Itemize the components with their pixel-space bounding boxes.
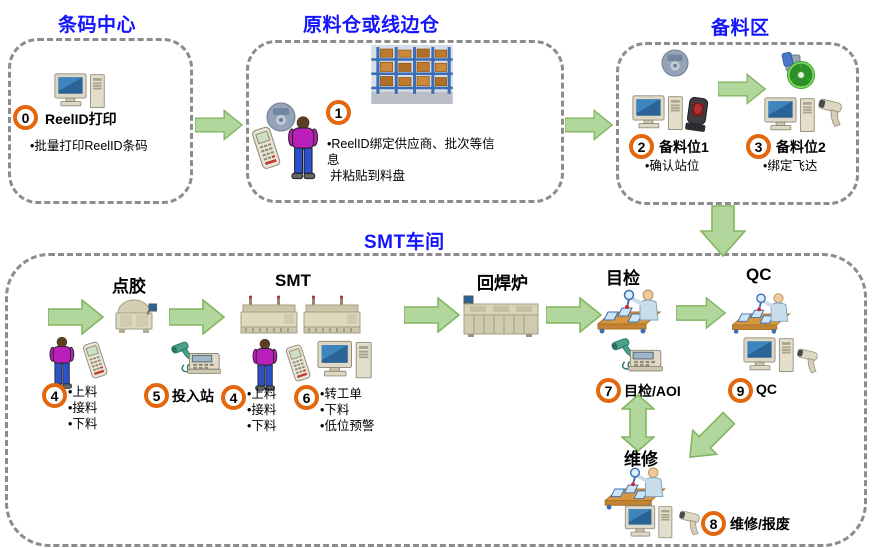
step-4a-bullet-2: •接料 bbox=[68, 401, 98, 415]
step-4b-bullets: •上料 •接料 •下料 bbox=[247, 386, 276, 434]
station-repair-label: 维修 bbox=[624, 450, 658, 469]
station-reflow-label: 回焊炉 bbox=[477, 274, 528, 293]
barcode-gun-icon bbox=[815, 98, 849, 130]
step-3-bullets: •绑定飞达 bbox=[763, 158, 817, 174]
scanner-terminal-icon bbox=[171, 339, 221, 381]
step-0-label: ReelID打印 bbox=[45, 111, 117, 127]
step-2-label: 备料位1 bbox=[659, 139, 709, 155]
step-4a-bullet-3: •下料 bbox=[68, 417, 98, 431]
arrow-dispensing-to-smt bbox=[169, 299, 225, 335]
step-5-badge: 5 bbox=[144, 383, 169, 408]
step-6-bullets: •转工单 •下料 •低位预警 bbox=[320, 386, 374, 434]
section-title-raw-warehouse: 原料仓或线边仓 bbox=[303, 15, 440, 36]
step-2-bullets: •确认站位 bbox=[645, 158, 699, 174]
step-1-bullet-line-1: •ReelID绑定供应商、批次等信 bbox=[327, 137, 495, 151]
computer-icon bbox=[621, 505, 677, 541]
station-dispensing-label: 点胶 bbox=[112, 277, 146, 296]
reel-icon bbox=[661, 49, 689, 77]
step-9-label: QC bbox=[756, 381, 777, 397]
arrow-warehouse-to-staging bbox=[565, 103, 613, 147]
step-1-bullets: •ReelID绑定供应商、批次等信 息 并粘贴到料盘 bbox=[327, 136, 495, 184]
arrow-staging1-to-staging2 bbox=[718, 68, 766, 110]
station-qc-label: QC bbox=[746, 265, 772, 284]
smt-machine-icon bbox=[302, 295, 362, 337]
step-5-label: 投入站 bbox=[172, 388, 214, 404]
smt-machine-icon bbox=[239, 295, 299, 337]
operator-icon bbox=[283, 108, 321, 188]
smt-workshop-box bbox=[5, 253, 867, 547]
arrow-in-to-dispensing bbox=[48, 299, 104, 335]
computer-icon bbox=[742, 337, 796, 375]
step-4b-bullet-2: •接料 bbox=[247, 403, 277, 417]
step-4a-badge: 4 bbox=[42, 383, 67, 408]
step-3-bullet-1: •绑定飞达 bbox=[763, 159, 818, 173]
handheld-terminal-icon bbox=[278, 344, 318, 384]
arrow-inspection-repair-bidirectional bbox=[621, 394, 655, 452]
dispenser-machine-icon bbox=[111, 295, 157, 335]
operator-icon bbox=[247, 338, 281, 392]
scanner-terminal-icon bbox=[611, 336, 663, 378]
computer-icon bbox=[764, 96, 816, 136]
feeder-icon bbox=[780, 51, 816, 93]
fixed-scanner-icon bbox=[684, 96, 712, 134]
step-6-bullet-2: •下料 bbox=[320, 403, 350, 417]
computer-icon bbox=[54, 72, 106, 112]
step-8-label: 维修/报废 bbox=[730, 516, 790, 532]
step-6-bullet-1: •转工单 bbox=[320, 387, 362, 401]
computer-icon bbox=[632, 94, 684, 134]
reflow-oven-icon bbox=[462, 294, 540, 338]
section-title-barcode-center: 条码中心 bbox=[58, 15, 137, 36]
step-4a-bullet-1: •上料 bbox=[68, 385, 98, 399]
step-3-badge: 3 bbox=[746, 134, 771, 159]
step-6-bullet-3: •低位预警 bbox=[320, 419, 375, 433]
step-1-bullet-line-2: 息 bbox=[327, 153, 340, 167]
arrow-inspection-to-qc bbox=[676, 295, 726, 331]
raw-warehouse-box bbox=[246, 40, 564, 203]
arrow-barcode-to-warehouse bbox=[195, 103, 243, 147]
barcode-center-box bbox=[8, 38, 193, 204]
step-4a-bullets: •上料 •接料 •下料 bbox=[68, 384, 97, 432]
inspection-station-icon bbox=[596, 286, 662, 336]
step-0-bullet-1: •批量打印ReelID条码 bbox=[30, 139, 148, 153]
operator-icon bbox=[44, 336, 78, 390]
warehouse-icon bbox=[371, 45, 453, 104]
step-8-badge: 8 bbox=[701, 511, 726, 536]
handheld-terminal-icon bbox=[245, 126, 287, 172]
staging-area-box bbox=[616, 42, 859, 205]
inspection-station-icon bbox=[728, 290, 794, 336]
step-1-bullet-line-3: 并粘贴到料盘 bbox=[330, 169, 406, 183]
computer-icon bbox=[317, 340, 373, 382]
step-7-badge: 7 bbox=[596, 378, 621, 403]
section-title-smt-workshop: SMT车间 bbox=[364, 232, 445, 253]
handheld-terminal-icon bbox=[75, 341, 115, 381]
step-3-label: 备料位2 bbox=[776, 139, 826, 155]
station-inspection-label: 目检 bbox=[606, 269, 640, 288]
step-2-bullet-1: •确认站位 bbox=[645, 159, 700, 173]
arrow-reflow-to-inspection bbox=[546, 297, 602, 333]
step-0-bullets: •批量打印ReelID条码 bbox=[30, 138, 148, 154]
step-4b-bullet-3: •下料 bbox=[247, 419, 277, 433]
station-smt-label: SMT bbox=[275, 271, 311, 290]
step-4b-bullet-1: •上料 bbox=[247, 387, 277, 401]
step-6-badge: 6 bbox=[294, 385, 319, 410]
step-4b-badge: 4 bbox=[221, 385, 246, 410]
step-2-badge: 2 bbox=[629, 134, 654, 159]
barcode-gun-icon bbox=[794, 348, 824, 376]
arrow-smt-to-reflow bbox=[404, 297, 460, 333]
arrow-staging-to-smt bbox=[700, 205, 746, 257]
step-0-badge: 0 bbox=[13, 105, 38, 130]
step-9-badge: 9 bbox=[728, 378, 753, 403]
section-title-staging-area: 备料区 bbox=[711, 18, 770, 39]
step-1-badge: 1 bbox=[326, 100, 351, 125]
